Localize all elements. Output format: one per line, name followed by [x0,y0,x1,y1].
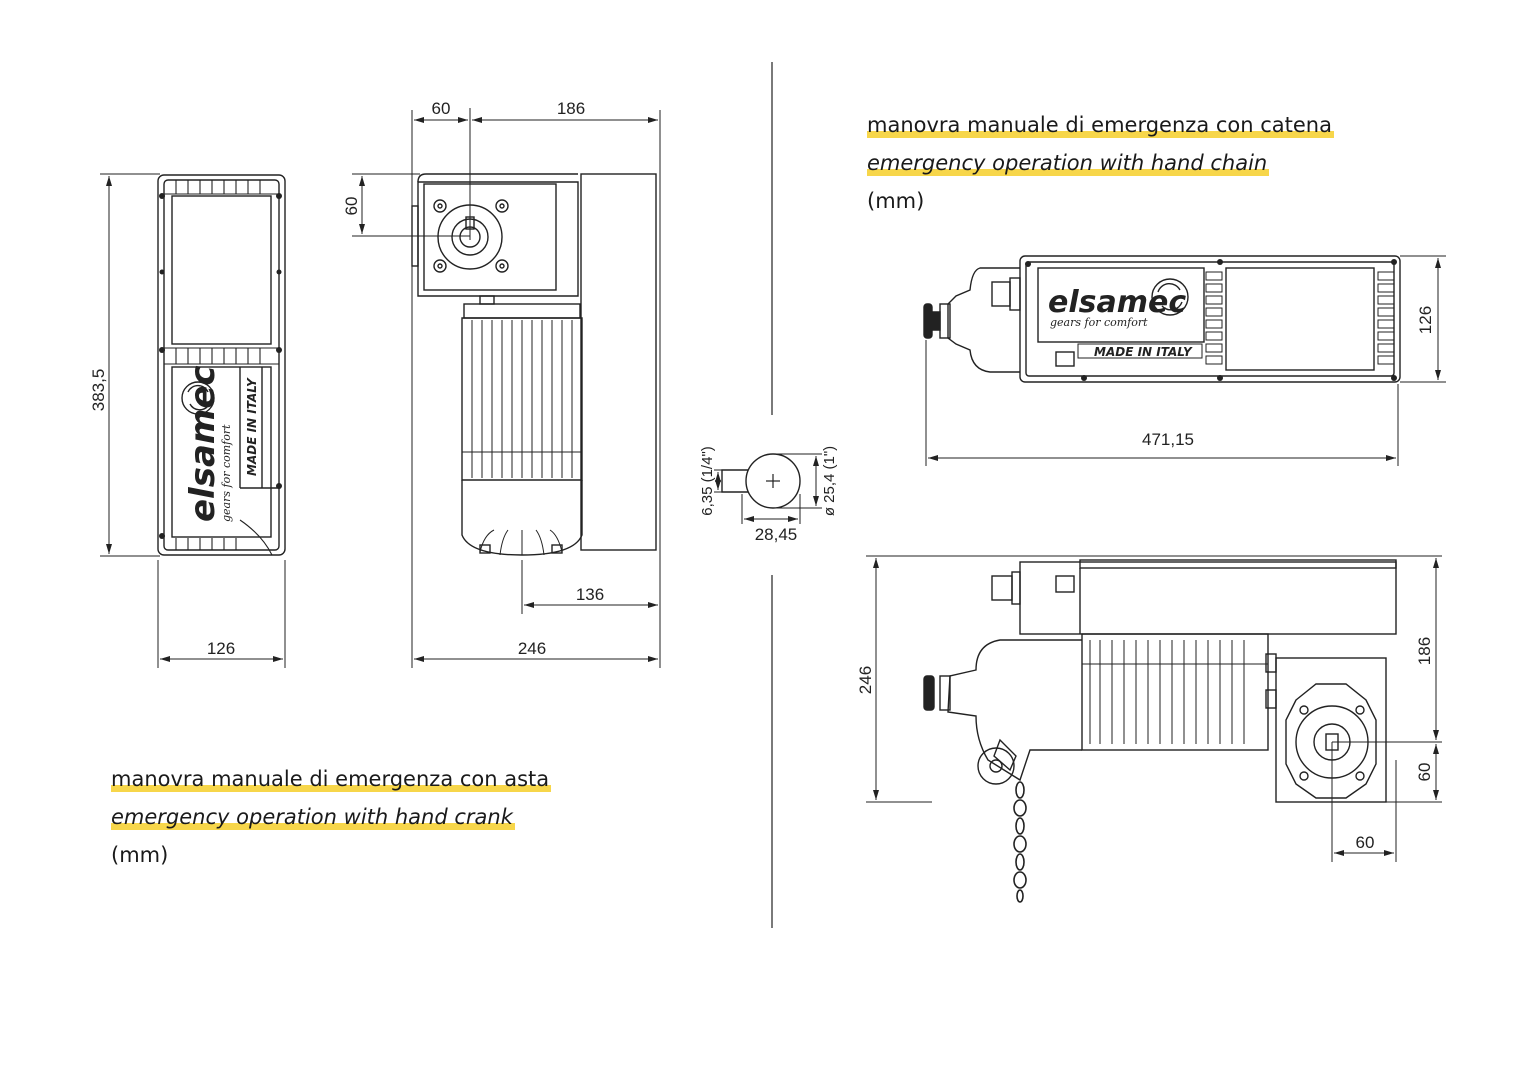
chain-front-view-motor [923,559,1397,803]
caption-chain-italian: manovra manuale di emergenza con catena [867,113,1334,138]
chain-made-in: MADE IN ITALY [1094,345,1193,359]
dim-side-246: 246 [518,639,546,658]
dim-side-left-60: 60 [342,197,361,216]
chain-top-view-motor [923,255,1401,383]
dim-chain-bottom-60v: 60 [1415,763,1434,782]
dim-side-top-right: 186 [557,99,585,118]
shaft-dimension-lines [714,453,822,524]
front-view-motor [157,174,286,556]
dim-chain-top-length: 471,15 [1142,430,1194,449]
side-dimension-lines [352,108,661,668]
chain-brand-tagline: gears for comfort [1050,316,1148,329]
chain-front-dimension-lines [866,555,1442,862]
dim-shaft-diameter: ø 25,4 (1") [821,446,838,516]
caption-chain-unit: (mm) [867,189,925,213]
caption-hand-crank: manovra manuale di emergenza con asta em… [111,760,552,874]
dim-front-height: 383,5 [89,369,108,412]
dim-shaft-keyway: 6,35 (1/4") [699,446,716,516]
side-view-motor [411,173,657,556]
front-made-in: MADE IN ITALY [245,377,259,476]
dim-chain-top-height: 126 [1416,306,1435,334]
caption-crank-italian: manovra manuale di emergenza con asta [111,767,552,792]
caption-hand-chain: manovra manuale di emergenza con catena … [867,106,1334,220]
shaft-detail [721,453,801,509]
front-dimension-lines [100,173,286,668]
caption-crank-unit: (mm) [111,843,169,867]
dim-chain-bottom-186: 186 [1415,637,1434,665]
dim-front-width: 126 [207,639,235,658]
caption-crank-english: emergency operation with hand crank [111,805,515,830]
dim-chain-bottom-60h: 60 [1356,833,1375,852]
caption-chain-english: emergency operation with hand chain [867,151,1270,176]
front-brand-tagline: gears for comfort [220,424,233,522]
chain-brand-name: elsamec [1048,285,1186,320]
dim-side-136: 136 [576,585,604,604]
chain-top-dimension-lines [925,255,1446,466]
hand-chain [1013,781,1027,903]
dim-shaft-width: 28,45 [755,525,798,544]
dim-chain-bottom-height: 246 [856,666,875,694]
dim-side-top-left: 60 [432,99,451,118]
front-brand-name: elsamec [183,365,223,522]
